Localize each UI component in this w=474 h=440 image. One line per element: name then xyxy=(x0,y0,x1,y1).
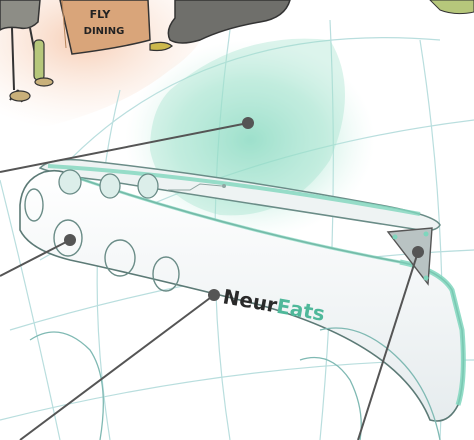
callout-dot xyxy=(242,117,254,129)
callout-dot xyxy=(412,246,424,258)
neureats-headband: NeurEats xyxy=(20,160,463,421)
callout-dot xyxy=(64,234,76,246)
bag-label-line1: FLY xyxy=(90,8,112,21)
sensor-pad xyxy=(138,174,158,198)
sensor-pad xyxy=(59,170,81,194)
callout-line-brand xyxy=(20,295,214,440)
bag-label-line2: DINING xyxy=(84,26,125,37)
callout-dot xyxy=(208,289,220,301)
sensor-pad xyxy=(100,174,120,198)
